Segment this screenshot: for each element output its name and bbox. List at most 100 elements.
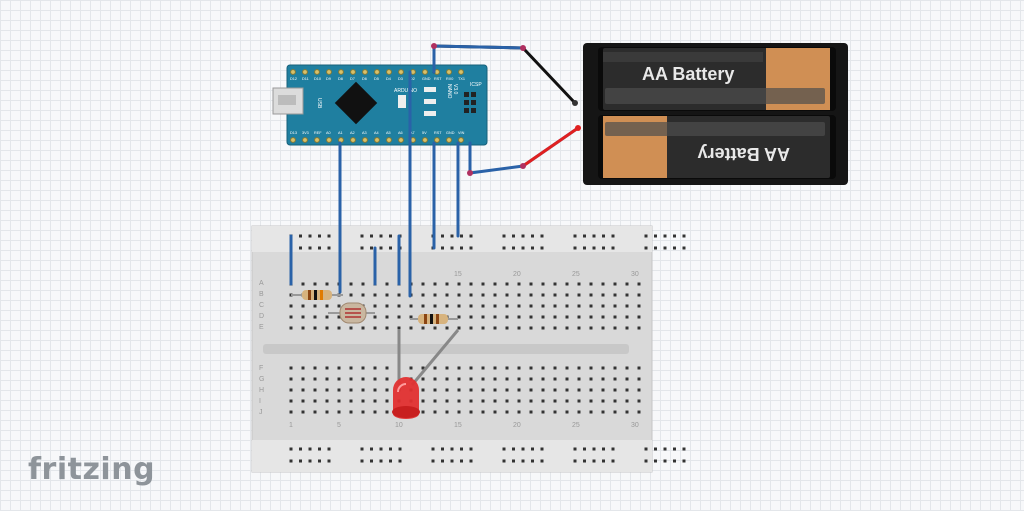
breadboard-hole[interactable] bbox=[373, 326, 377, 330]
breadboard-hole[interactable] bbox=[313, 315, 317, 319]
breadboard-hole[interactable] bbox=[469, 282, 473, 286]
breadboard-hole[interactable] bbox=[637, 377, 641, 381]
breadboard-hole[interactable] bbox=[337, 366, 341, 370]
rail-hole[interactable] bbox=[673, 459, 676, 463]
breadboard-hole[interactable] bbox=[625, 377, 629, 381]
breadboard-hole[interactable] bbox=[409, 304, 413, 308]
breadboard-hole[interactable] bbox=[361, 326, 365, 330]
breadboard-hole[interactable] bbox=[565, 326, 569, 330]
breadboard-hole[interactable] bbox=[313, 304, 317, 308]
breadboard-hole[interactable] bbox=[613, 315, 617, 319]
rail-hole[interactable] bbox=[327, 246, 331, 250]
breadboard-hole[interactable] bbox=[433, 388, 437, 392]
breadboard-hole[interactable] bbox=[421, 377, 425, 381]
arduino-pin[interactable] bbox=[422, 69, 428, 75]
breadboard-hole[interactable] bbox=[601, 410, 605, 414]
rail-hole[interactable] bbox=[460, 447, 463, 451]
breadboard-hole[interactable] bbox=[325, 315, 329, 319]
breadboard-hole[interactable] bbox=[361, 293, 365, 297]
rail-hole[interactable] bbox=[398, 459, 402, 463]
breadboard-hole[interactable] bbox=[457, 293, 461, 297]
rail-hole[interactable] bbox=[441, 459, 444, 463]
rail-hole[interactable] bbox=[431, 447, 435, 451]
breadboard-hole[interactable] bbox=[553, 326, 557, 330]
breadboard-hole[interactable] bbox=[349, 410, 353, 414]
breadboard-hole[interactable] bbox=[553, 315, 557, 319]
breadboard-hole[interactable] bbox=[565, 366, 569, 370]
breadboard-hole[interactable] bbox=[289, 366, 293, 370]
arduino-pin[interactable] bbox=[374, 69, 380, 75]
breadboard-hole[interactable] bbox=[577, 410, 581, 414]
breadboard-hole[interactable] bbox=[637, 293, 641, 297]
rail-hole[interactable] bbox=[469, 459, 473, 463]
breadboard-hole[interactable] bbox=[325, 366, 329, 370]
rail-hole[interactable] bbox=[389, 246, 392, 250]
breadboard-hole[interactable] bbox=[337, 315, 341, 319]
breadboard-hole[interactable] bbox=[349, 326, 353, 330]
breadboard-hole[interactable] bbox=[625, 326, 629, 330]
breadboard-hole[interactable] bbox=[601, 282, 605, 286]
breadboard-hole[interactable] bbox=[517, 366, 521, 370]
battery-pack[interactable]: AA Battery AA Battery bbox=[583, 43, 848, 185]
breadboard-hole[interactable] bbox=[385, 410, 389, 414]
breadboard-hole[interactable] bbox=[625, 315, 629, 319]
breadboard-hole[interactable] bbox=[541, 366, 545, 370]
breadboard-hole[interactable] bbox=[373, 410, 377, 414]
breadboard-hole[interactable] bbox=[637, 304, 641, 308]
breadboard-hole[interactable] bbox=[469, 399, 473, 403]
breadboard-hole[interactable] bbox=[613, 388, 617, 392]
rail-hole[interactable] bbox=[573, 234, 577, 238]
rail-hole[interactable] bbox=[611, 447, 615, 451]
breadboard-hole[interactable] bbox=[541, 410, 545, 414]
breadboard-hole[interactable] bbox=[433, 326, 437, 330]
breadboard-hole[interactable] bbox=[349, 377, 353, 381]
breadboard-hole[interactable] bbox=[601, 399, 605, 403]
breadboard-hole[interactable] bbox=[505, 410, 509, 414]
arduino-pin[interactable] bbox=[326, 137, 332, 143]
rail-hole[interactable] bbox=[370, 234, 373, 238]
rail-hole[interactable] bbox=[379, 234, 383, 238]
rail-hole[interactable] bbox=[450, 234, 454, 238]
breadboard-hole[interactable] bbox=[421, 293, 425, 297]
breadboard-hole[interactable] bbox=[541, 304, 545, 308]
rail-hole[interactable] bbox=[673, 447, 676, 451]
breadboard-hole[interactable] bbox=[493, 304, 497, 308]
breadboard-hole[interactable] bbox=[541, 293, 545, 297]
rail-hole[interactable] bbox=[502, 234, 506, 238]
rail-hole[interactable] bbox=[644, 447, 648, 451]
breadboard-hole[interactable] bbox=[553, 388, 557, 392]
breadboard-hole[interactable] bbox=[313, 377, 317, 381]
breadboard-hole[interactable] bbox=[469, 366, 473, 370]
breadboard-hole[interactable] bbox=[421, 399, 425, 403]
breadboard-hole[interactable] bbox=[469, 315, 473, 319]
arduino-pin[interactable] bbox=[422, 137, 428, 143]
breadboard-hole[interactable] bbox=[493, 410, 497, 414]
breadboard-hole[interactable] bbox=[517, 388, 521, 392]
breadboard-hole[interactable] bbox=[505, 377, 509, 381]
rail-hole[interactable] bbox=[521, 246, 525, 250]
rail-hole[interactable] bbox=[663, 459, 667, 463]
breadboard-hole[interactable] bbox=[289, 388, 293, 392]
rail-hole[interactable] bbox=[502, 459, 506, 463]
breadboard-hole[interactable] bbox=[385, 315, 389, 319]
rail-hole[interactable] bbox=[308, 234, 312, 238]
breadboard-hole[interactable] bbox=[469, 293, 473, 297]
breadboard-hole[interactable] bbox=[385, 366, 389, 370]
breadboard-hole[interactable] bbox=[337, 377, 341, 381]
breadboard-hole[interactable] bbox=[601, 377, 605, 381]
rail-hole[interactable] bbox=[469, 234, 473, 238]
breadboard-hole[interactable] bbox=[565, 282, 569, 286]
breadboard-hole[interactable] bbox=[637, 399, 641, 403]
rail-hole[interactable] bbox=[308, 459, 312, 463]
breadboard-hole[interactable] bbox=[433, 366, 437, 370]
breadboard-hole[interactable] bbox=[313, 326, 317, 330]
breadboard-hole[interactable] bbox=[637, 326, 641, 330]
rail-hole[interactable] bbox=[308, 246, 312, 250]
breadboard-hole[interactable] bbox=[481, 282, 485, 286]
breadboard-hole[interactable] bbox=[517, 304, 521, 308]
breadboard-hole[interactable] bbox=[361, 377, 365, 381]
breadboard-hole[interactable] bbox=[445, 326, 449, 330]
breadboard-hole[interactable] bbox=[433, 410, 437, 414]
rail-hole[interactable] bbox=[644, 459, 648, 463]
